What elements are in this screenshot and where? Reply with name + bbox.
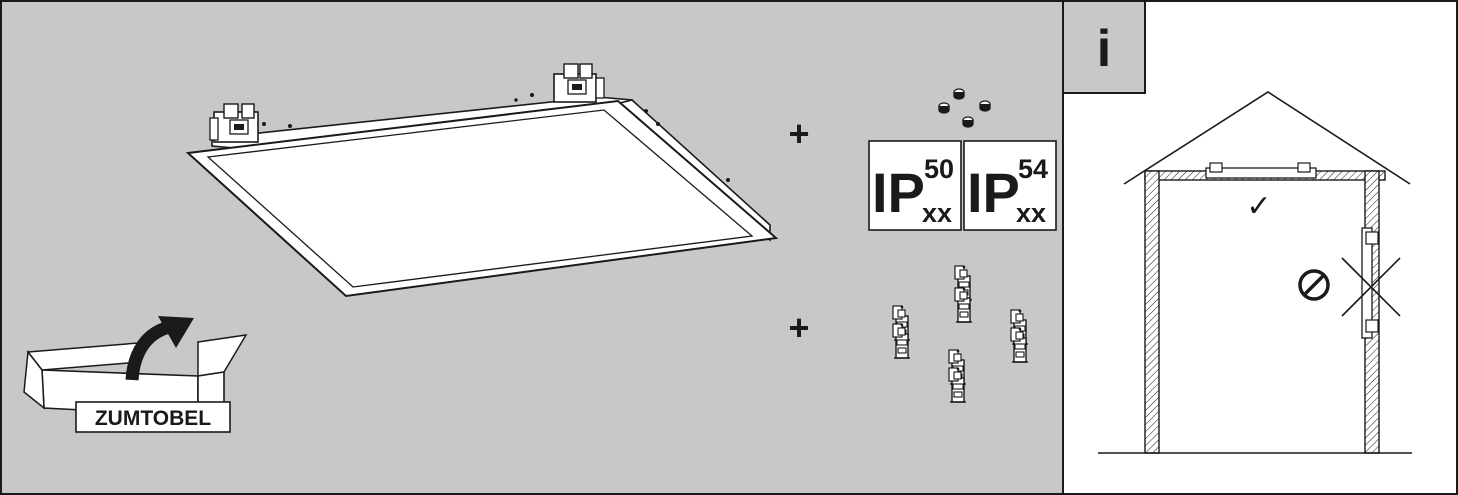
ip-rating-badge: IP 50 xx <box>868 140 962 231</box>
arrow-icon <box>125 316 194 381</box>
ip-superscript: 54 <box>1018 154 1048 184</box>
cross-icon <box>1341 257 1401 317</box>
brand-label: ZUMTOBEL <box>95 407 211 430</box>
mounting-clip-left <box>209 103 266 143</box>
ip-superscript: 50 <box>924 154 954 184</box>
panel-diffuser <box>206 109 754 288</box>
screws-icon <box>938 88 991 128</box>
info-tab-label: i <box>1097 20 1111 78</box>
prohibited-icon <box>1298 269 1330 301</box>
luminaire-panel <box>185 63 779 298</box>
ip-subscript: xx <box>1016 198 1046 228</box>
ip-subscript: xx <box>922 198 952 228</box>
ip-prefix: IP <box>967 161 1020 224</box>
mounting-clip-right <box>553 63 605 103</box>
ip-rating-badge: IP 54 xx <box>963 140 1057 231</box>
open-box-icon: ZUMTOBEL <box>23 334 248 433</box>
check-icon: ✓ <box>1246 189 1271 224</box>
ceiling-luminaire <box>1205 162 1317 179</box>
info-tab <box>1062 0 1146 94</box>
ip-prefix: IP <box>872 161 925 224</box>
plus-sign: + <box>788 307 809 348</box>
plus-sign: + <box>788 113 809 154</box>
brand-label-frame <box>75 401 231 433</box>
